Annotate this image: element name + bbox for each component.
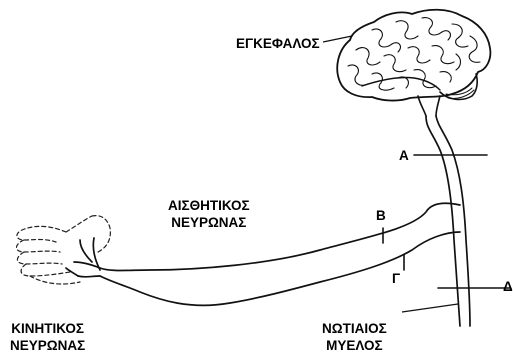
point-d-label: Δ [503, 280, 513, 294]
motor-neuron-path [100, 232, 460, 305]
brain-illustration [337, 10, 490, 116]
brain-label-text: ΕΓΚΕΦΑΛΟΣ [236, 35, 320, 52]
motor-neuron-label: ΚΙΝΗΤΙΚΟΣ ΝΕΥΡΩΝΑΣ [10, 320, 85, 354]
point-b-label: Β [376, 209, 386, 223]
brain-label: ΕΓΚΕΦΑΛΟΣ [236, 35, 320, 52]
sensory-label-line1: ΑΙΣΘΗΤΙΚΟΣ [168, 197, 250, 214]
sensory-neuron-path [100, 203, 460, 270]
hand-outline [17, 216, 111, 284]
motor-label-line2: ΝΕΥΡΩΝΑΣ [10, 337, 85, 354]
motor-label-line1: ΚΙΝΗΤΙΚΟΣ [10, 320, 85, 337]
spinal-pointer-line [402, 304, 458, 312]
spinal-label-line1: ΝΩΤΙΑΙΟΣ [322, 320, 387, 337]
spinal-cord-label: ΝΩΤΙΑΙΟΣ ΜΥΕΛΟΣ [322, 320, 387, 354]
sensory-label-line2: ΝΕΥΡΩΝΑΣ [168, 214, 250, 231]
spinal-cord [426, 116, 470, 326]
point-g-label: Γ [392, 272, 400, 286]
point-a-label: Α [399, 149, 409, 163]
spinal-label-line2: ΜΥΕΛΟΣ [322, 337, 387, 354]
sensory-neuron-label: ΑΙΣΘΗΤΙΚΟΣ ΝΕΥΡΩΝΑΣ [168, 197, 250, 231]
